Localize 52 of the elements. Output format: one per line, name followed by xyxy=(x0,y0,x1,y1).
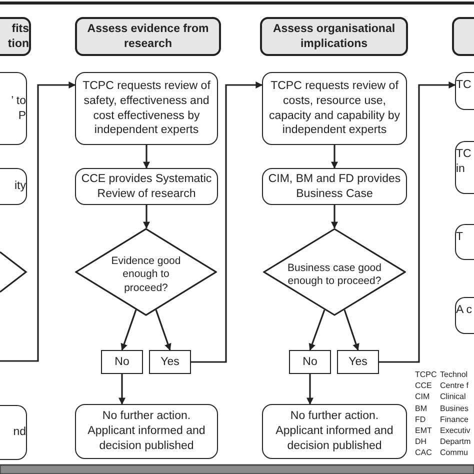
arrow xyxy=(331,145,338,169)
arrow xyxy=(331,205,338,229)
abbreviation: EMT xyxy=(415,427,432,435)
arrow xyxy=(344,310,360,351)
abbreviation: DH xyxy=(415,438,427,446)
abbreviation: CCE xyxy=(415,382,432,390)
process-box: No further action. Applicant informed and decision published xyxy=(262,404,407,459)
process-box: TCPC requests review of costs, resource use, capacity and capability by independent experts xyxy=(262,72,407,145)
process-box: TC in xyxy=(455,141,474,194)
legend-term: Departm xyxy=(440,438,471,446)
process-box: TC xyxy=(455,72,474,110)
legend-term: Busines xyxy=(440,404,468,413)
legend-term: Clinical xyxy=(440,393,466,402)
process-box: ’ to P xyxy=(0,72,27,145)
abbreviation: FD xyxy=(415,416,426,424)
abbreviation: CAC xyxy=(415,449,432,458)
answer-box: Yes xyxy=(149,350,191,374)
arrow xyxy=(143,145,150,169)
arrow xyxy=(0,82,76,362)
process-box: No further action. Applicant informed and decision published xyxy=(75,404,218,459)
legend-term: Technol xyxy=(440,371,468,379)
arrow xyxy=(155,310,172,351)
legend-term: Commu xyxy=(440,449,468,458)
arrow xyxy=(308,310,326,351)
stage-header: Assess evidence from research xyxy=(75,17,221,56)
process-box: CIM, BM and FD provides Business Case xyxy=(262,168,407,205)
process-box: TCPC requests review of safety, effectiveness and cost effectiveness by independent experts xyxy=(75,72,218,145)
legend-term: Centre f xyxy=(440,382,468,390)
arrow xyxy=(379,82,456,363)
arrow xyxy=(118,374,126,405)
decision-diamond: Business case good enough to proceed? xyxy=(263,228,406,316)
decision-diamond: Evidence good enough to proceed? xyxy=(75,228,217,316)
abbreviation: BM xyxy=(415,404,427,413)
legend-term: Finance xyxy=(440,416,468,424)
abbreviation: TCPC xyxy=(415,371,437,379)
process-box: T xyxy=(455,224,474,260)
process-box: nd xyxy=(0,405,27,460)
answer-box: No xyxy=(289,350,331,374)
process-box: A c xyxy=(455,297,474,334)
arrow xyxy=(306,374,314,405)
abbreviation: CIM xyxy=(415,393,430,402)
answer-box: Yes xyxy=(337,350,379,374)
process-box: CCE provides Systematic Review of research xyxy=(75,168,218,205)
arrow xyxy=(120,310,137,351)
arrow xyxy=(191,82,263,363)
stage-header: Assess organisational implications xyxy=(260,17,408,56)
arrow xyxy=(143,205,150,229)
answer-box: No xyxy=(101,350,143,374)
process-box: ity xyxy=(0,168,27,205)
stage-header xyxy=(452,17,474,56)
stage-header: fits tion xyxy=(0,17,31,56)
legend-term: Executiv xyxy=(440,427,470,435)
